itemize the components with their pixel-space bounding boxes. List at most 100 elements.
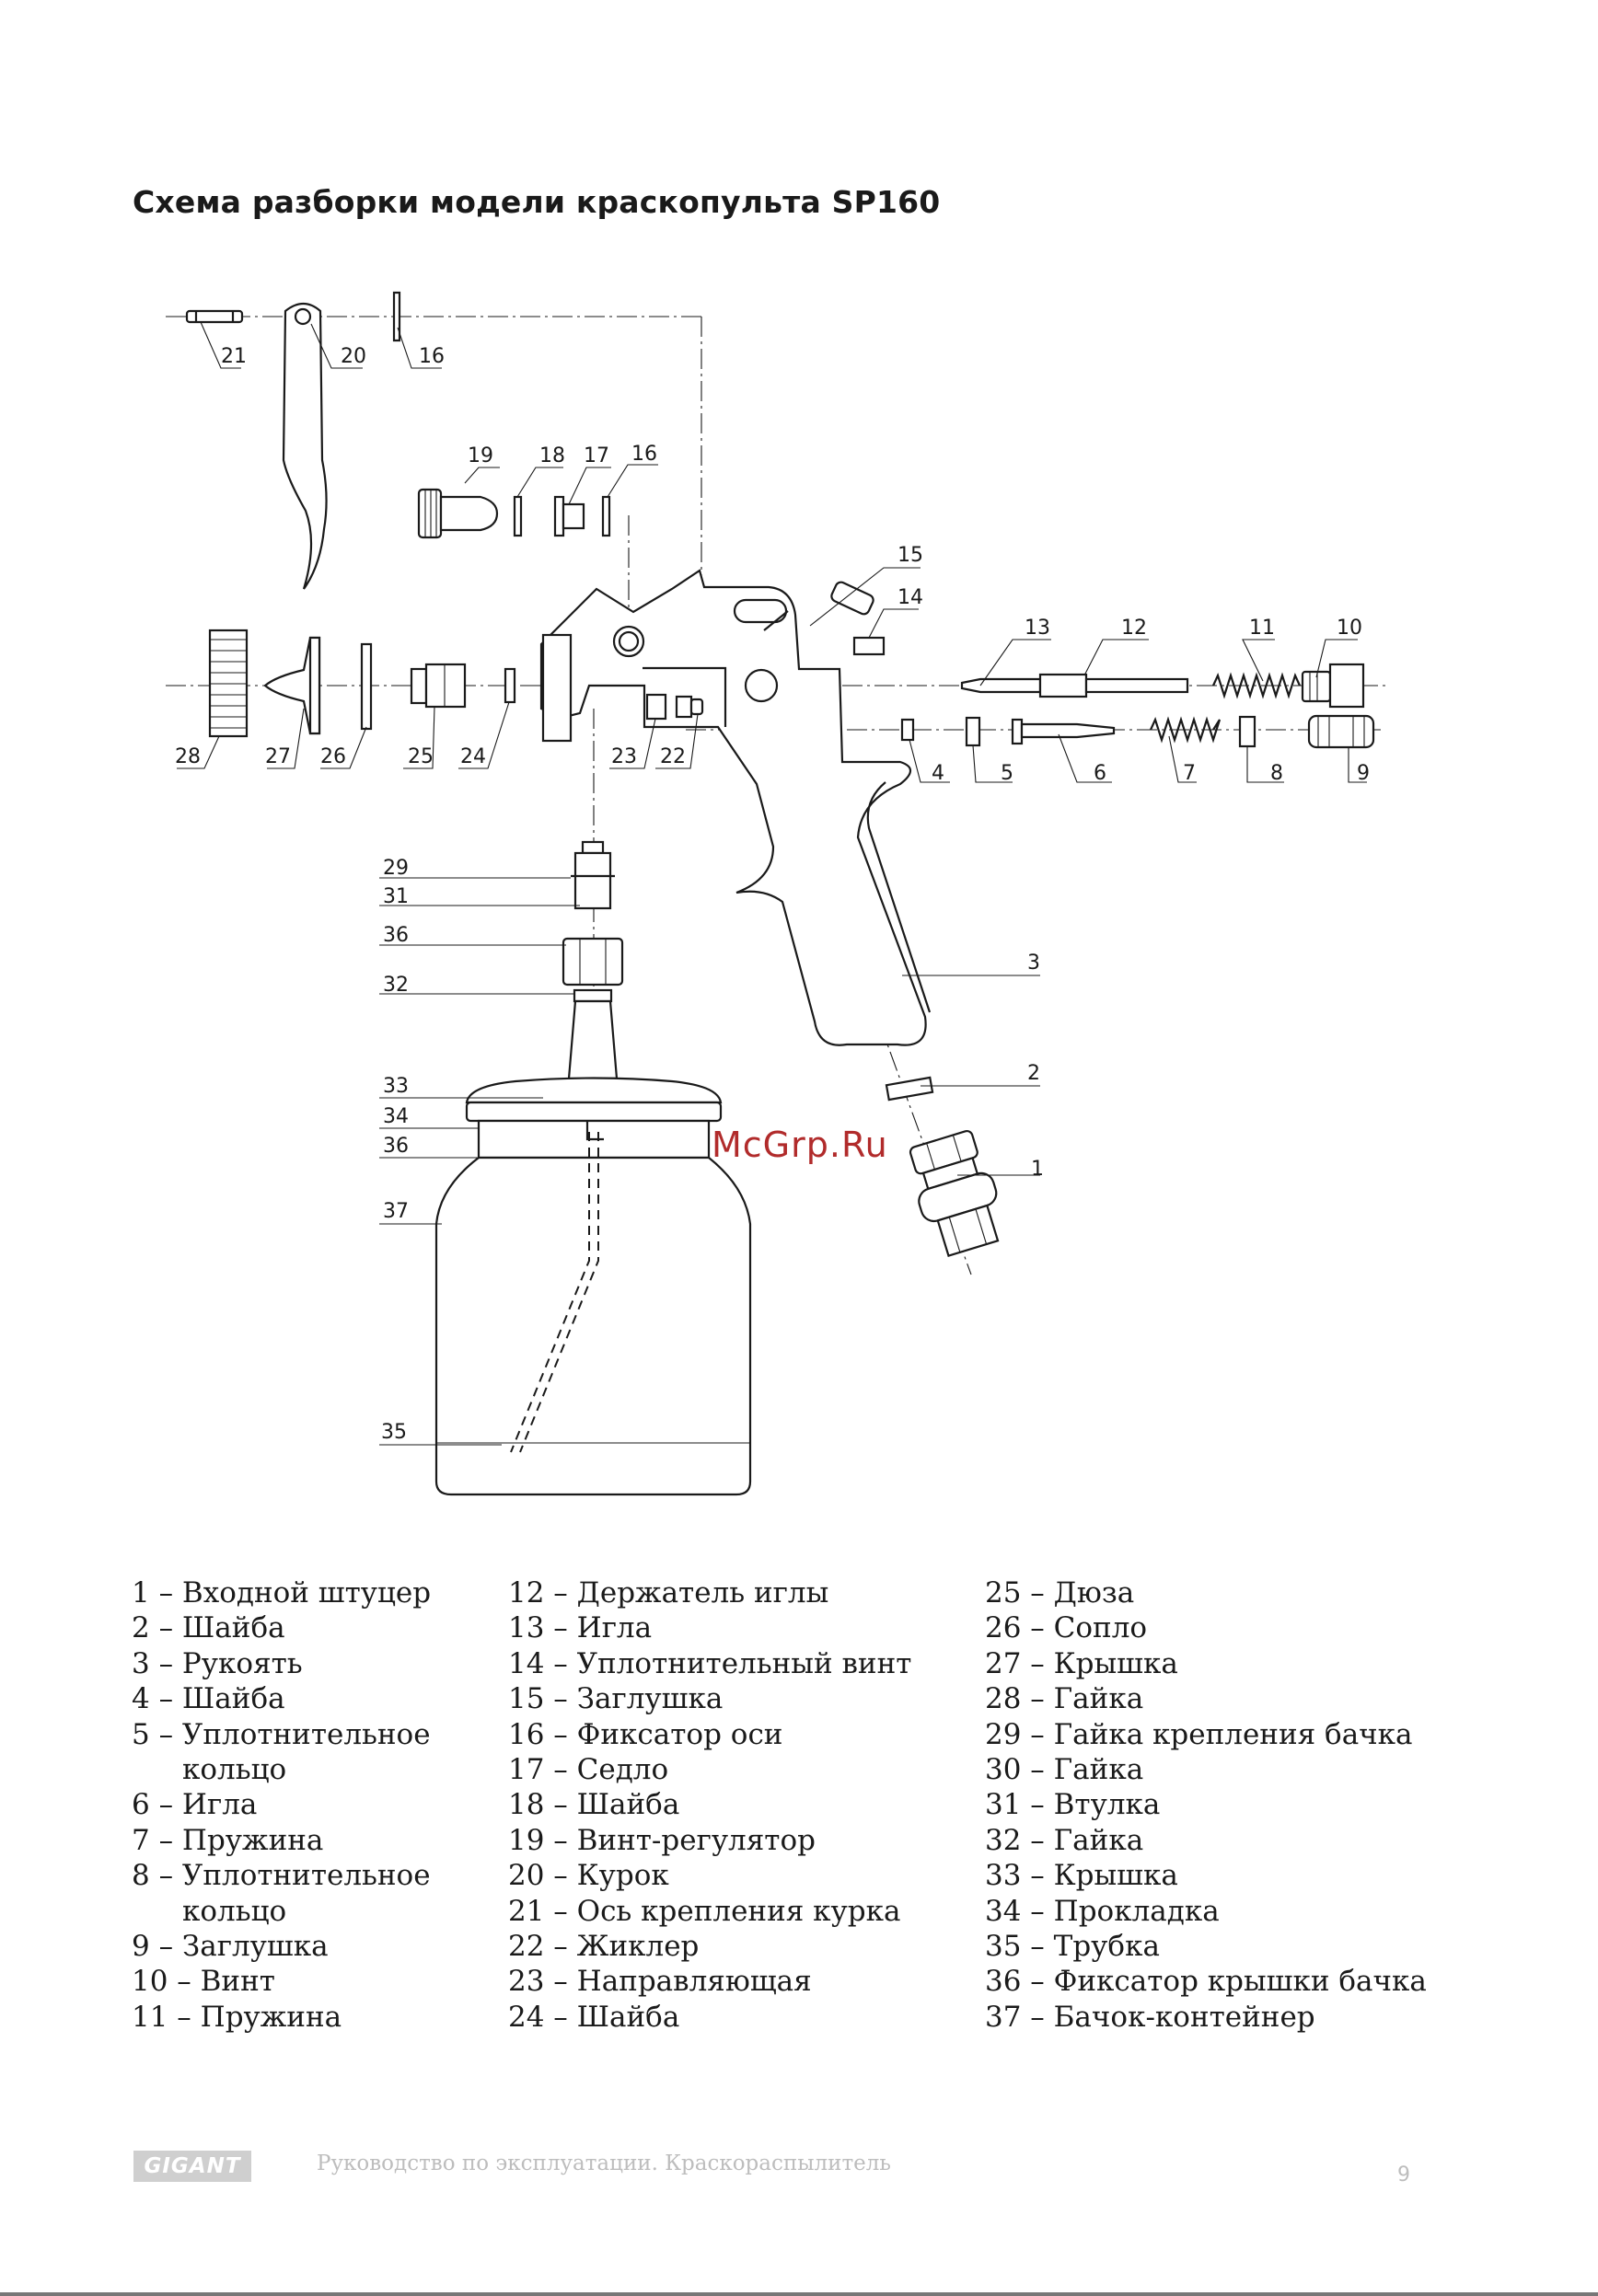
legend-item: 25 – Дюза — [985, 1576, 1135, 1610]
label-34: 34 — [383, 1105, 409, 1128]
label-14: 14 — [897, 586, 923, 609]
label-29: 29 — [383, 857, 409, 880]
part-15-plug — [830, 581, 874, 616]
label-9: 9 — [1357, 762, 1370, 785]
legend-item: 27 – Крышка — [985, 1646, 1178, 1680]
label-6: 6 — [1094, 762, 1106, 785]
legend-item: 4 – Шайба — [132, 1682, 285, 1716]
label-1: 1 — [1031, 1158, 1044, 1181]
legend-column-1: 1 – Входной штуцер 2 – Шайба 3 – Рукоять… — [132, 1575, 431, 2035]
legend-item: 29 – Гайка крепления бачка — [985, 1717, 1413, 1751]
legend-item: 36 – Фиксатор крышки бачка — [985, 1965, 1427, 1999]
legend-item: 37 – Бачок-контейнер — [985, 2000, 1315, 2034]
part-7-spring — [1149, 716, 1222, 744]
part-28-nut — [208, 629, 249, 738]
label-8: 8 — [1270, 762, 1283, 785]
part-21-trigger-axis — [185, 309, 244, 324]
part-6-needle — [1011, 718, 1116, 745]
part-13-needle — [960, 677, 1042, 694]
part-1-inlet-fitting — [909, 1129, 1000, 1257]
legend-item: 10 – Винт — [132, 1965, 275, 1999]
label-37: 37 — [383, 1200, 409, 1223]
part-5-seal-ring — [965, 716, 981, 747]
legend-item: 5 – Уплотнительное — [132, 1717, 431, 1751]
label-20: 20 — [341, 345, 366, 368]
label-28: 28 — [175, 745, 201, 768]
legend-item: 30 – Гайка — [985, 1753, 1144, 1787]
legend-column-3: 25 – Дюза 26 – Сопло 27 – Крышка 28 – Га… — [985, 1575, 1427, 2035]
label-31: 31 — [383, 885, 409, 908]
label-21: 21 — [221, 345, 247, 368]
legend-item: 6 – Игла — [132, 1788, 258, 1822]
legend-item: 35 – Трубка — [985, 1930, 1160, 1964]
part-labels: 21 20 16 19 18 17 16 15 14 13 12 11 10 2… — [175, 345, 1370, 1444]
part-37-cup — [434, 999, 752, 1496]
legend-item: 3 – Рукоять — [132, 1646, 303, 1680]
part-25-fluid-nozzle — [410, 663, 467, 709]
label-16: 16 — [419, 345, 445, 368]
part-12-needle-holder — [1038, 673, 1189, 698]
parts-29-31-36-32-fittings — [562, 840, 624, 1003]
part-27-cap — [263, 636, 321, 735]
legend-item: 2 – Шайба — [132, 1611, 285, 1645]
page-number: 9 — [1397, 2163, 1410, 2186]
label-32: 32 — [383, 974, 409, 997]
label-2: 2 — [1027, 1062, 1040, 1085]
part-24-washer — [504, 667, 516, 704]
legend-item: 7 – Пружина — [132, 1823, 324, 1857]
label-33: 33 — [383, 1075, 409, 1098]
bottom-rule — [0, 2292, 1598, 2296]
label-12: 12 — [1121, 617, 1147, 640]
label-19: 19 — [468, 444, 493, 467]
part-11-spring — [1211, 672, 1302, 699]
legend-item: 31 – Втулка — [985, 1788, 1161, 1822]
exploded-diagram: 21 20 16 19 18 17 16 15 14 13 12 11 10 2… — [166, 291, 1390, 1496]
legend-item: 26 – Сопло — [985, 1611, 1148, 1645]
label-3: 3 — [1027, 952, 1040, 975]
label-16b: 16 — [631, 443, 657, 466]
part-9-plug — [1307, 714, 1375, 749]
legend-item: 16 – Фиксатор оси — [508, 1717, 783, 1751]
label-17: 17 — [584, 444, 609, 467]
label-7: 7 — [1183, 762, 1196, 785]
label-25: 25 — [408, 745, 434, 768]
label-18: 18 — [539, 444, 565, 467]
part-10-screw — [1301, 663, 1365, 709]
part-26-nozzle — [360, 642, 373, 731]
legend-item: 28 – Гайка — [985, 1682, 1144, 1716]
label-26: 26 — [320, 745, 346, 768]
legend-item-continuation: кольцо — [182, 1753, 287, 1787]
legend-item: 20 – Курок — [508, 1859, 669, 1893]
label-10: 10 — [1337, 617, 1362, 640]
page-title: Схема разборки модели краскопульта SP160 — [133, 184, 941, 220]
part-3-gun-body — [539, 569, 934, 1102]
leader-lines — [177, 321, 1367, 1446]
label-11: 11 — [1249, 617, 1275, 640]
label-22: 22 — [660, 745, 686, 768]
label-13: 13 — [1025, 617, 1050, 640]
legend-item: 23 – Направляющая — [508, 1965, 812, 1999]
part-19-regulator-screw — [417, 488, 499, 539]
label-4: 4 — [932, 762, 944, 785]
legend-item: 8 – Уплотнительное — [132, 1859, 431, 1893]
legend-item: 19 – Винт-регулятор — [508, 1823, 816, 1857]
part-4-washer — [900, 718, 915, 742]
part-14-sealing-screw — [852, 636, 886, 656]
legend-item: 13 – Игла — [508, 1611, 653, 1645]
legend-item: 15 – Заглушка — [508, 1682, 724, 1716]
label-36: 36 — [383, 924, 409, 947]
legend-item-continuation: кольцо — [182, 1894, 287, 1928]
label-23: 23 — [611, 745, 637, 768]
legend-item: 22 – Жиклер — [508, 1930, 700, 1964]
parts-18-17-16 — [513, 495, 611, 537]
legend-item: 11 – Пружина — [132, 2000, 342, 2034]
part-8-seal-ring — [1238, 715, 1256, 748]
legend-item: 14 – Уплотнительный винт — [508, 1646, 912, 1680]
legend-item: 9 – Заглушка — [132, 1930, 329, 1964]
brand-logo: GIGANT — [133, 2151, 251, 2182]
label-27: 27 — [265, 745, 291, 768]
legend-item: 21 – Ось крепления курка — [508, 1894, 901, 1928]
legend-item: 32 – Гайка — [985, 1823, 1144, 1857]
label-35: 35 — [381, 1421, 407, 1444]
legend-item: 33 – Крышка — [985, 1859, 1178, 1893]
